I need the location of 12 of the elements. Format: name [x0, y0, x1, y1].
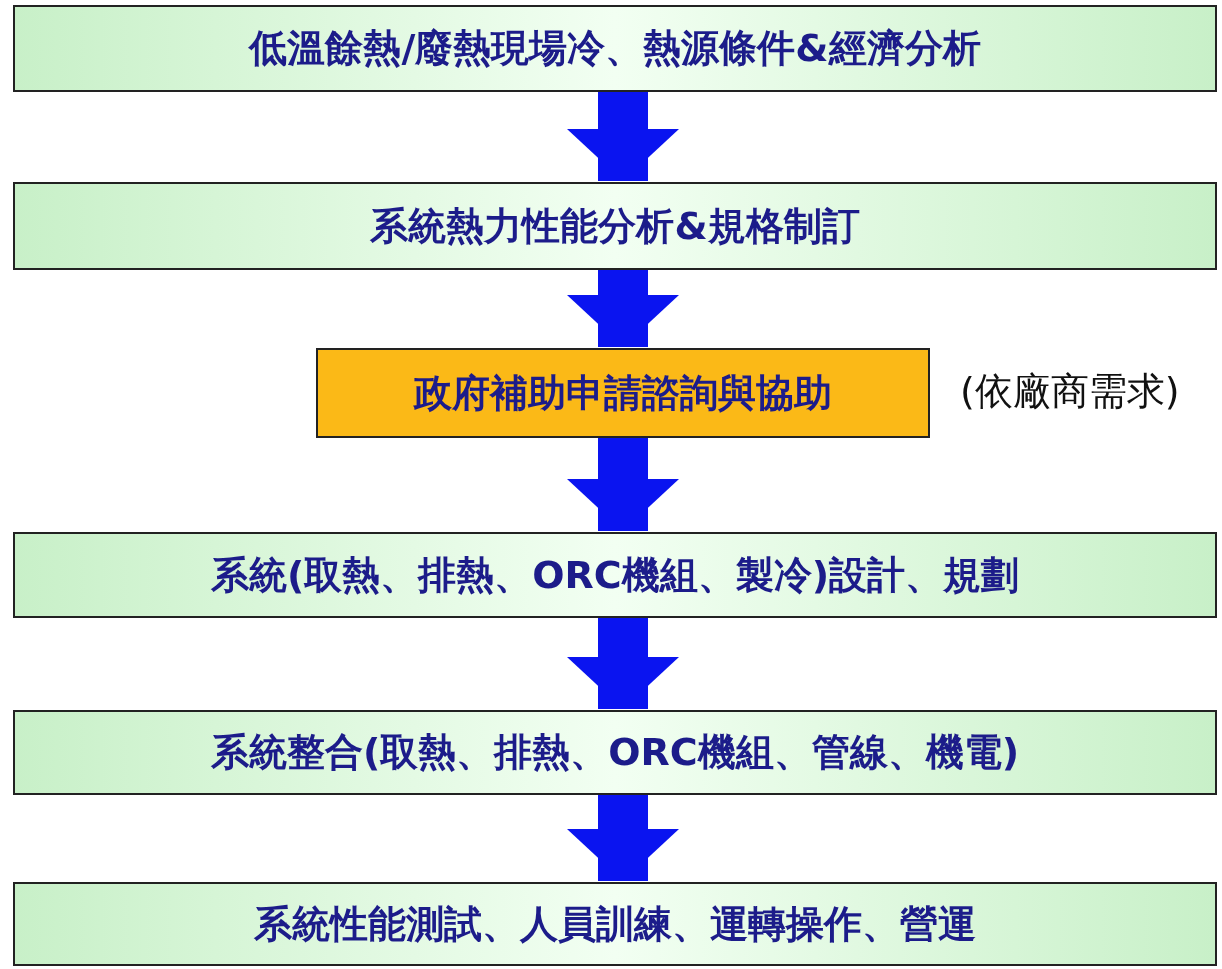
block-arrow: [567, 618, 679, 709]
block-arrow: [567, 438, 679, 531]
process-box: 系統整合(取熱、排熱、ORC機組、管線、機電): [13, 710, 1217, 795]
block-arrow: [567, 270, 679, 347]
process-box: 政府補助申請諮詢與協助: [316, 348, 930, 438]
process-box: 系統性能測試、人員訓練、運轉操作、營運: [13, 882, 1217, 966]
block-arrow: [567, 92, 679, 181]
process-box: 系統(取熱、排熱、ORC機組、製冷)設計、規劃: [13, 532, 1217, 618]
side-note: (依廠商需求): [960, 368, 1180, 415]
process-box: 系統熱力性能分析&規格制訂: [13, 182, 1217, 270]
process-box: 低溫餘熱/廢熱現場冷、熱源條件&經濟分析: [13, 5, 1217, 92]
block-arrow: [567, 795, 679, 881]
